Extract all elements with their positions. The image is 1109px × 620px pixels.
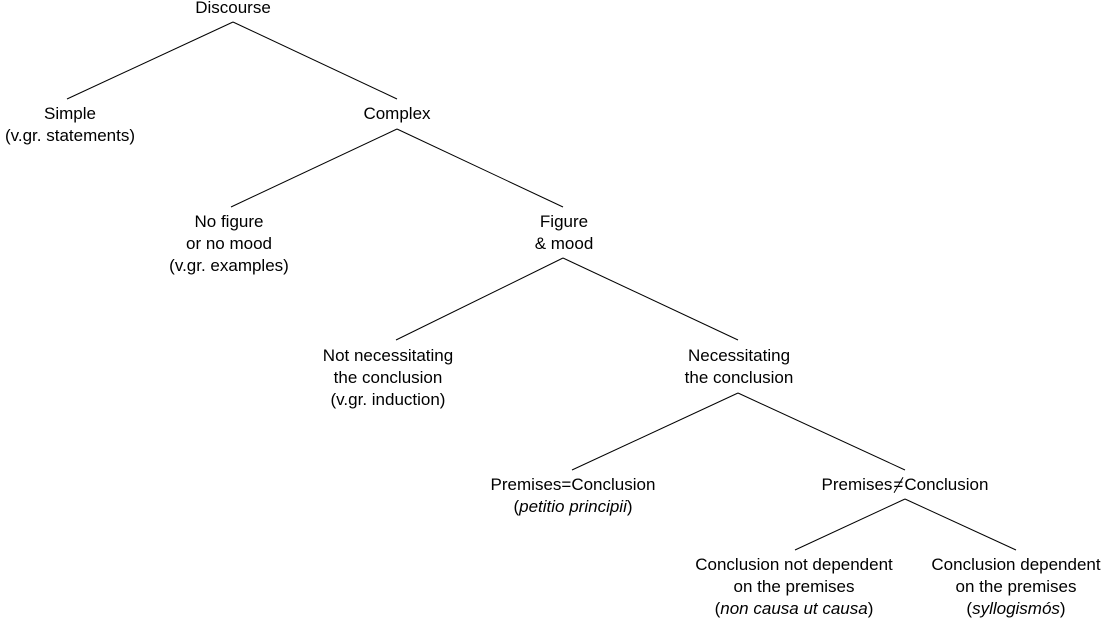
node-no-figure-note: (v.gr. examples) bbox=[169, 256, 289, 275]
paren-close: ) bbox=[1059, 599, 1066, 618]
node-figure-mood: Figure & mood bbox=[535, 211, 594, 255]
node-not-necessitating-line2: the conclusion bbox=[333, 368, 443, 387]
non-causa-term: non causa ut causa bbox=[720, 599, 868, 618]
node-dependent-note: (syllogismós) bbox=[931, 598, 1100, 620]
node-premises-not-equal-label: Premises=Conclusion bbox=[822, 474, 989, 496]
node-complex-label: Complex bbox=[363, 104, 431, 123]
node-simple: Simple (v.gr. statements) bbox=[5, 103, 135, 147]
node-dependent-line2: on the premises bbox=[955, 577, 1077, 596]
node-necessitating: Necessitating the conclusion bbox=[685, 345, 794, 389]
node-premises-not-equal: Premises=Conclusion bbox=[822, 474, 989, 496]
syllogismos-term: syllogismós bbox=[972, 599, 1060, 618]
node-premises-equal-note: (petitio principii) bbox=[491, 496, 656, 518]
edge-figure-necessitating bbox=[562, 257, 739, 341]
edge-necessitating-premises-eq bbox=[571, 392, 739, 471]
node-dependent: Conclusion dependent on the premises (sy… bbox=[931, 554, 1100, 620]
node-figure-mood-line1: Figure bbox=[539, 212, 589, 231]
node-not-necessitating-note: (v.gr. induction) bbox=[330, 390, 446, 409]
paren-close: ) bbox=[867, 599, 874, 618]
node-not-dependent: Conclusion not dependent on the premises… bbox=[695, 554, 893, 620]
node-not-dependent-line1: Conclusion not dependent bbox=[695, 555, 893, 574]
node-dependent-line1: Conclusion dependent bbox=[931, 555, 1101, 574]
edge-complex-no-figure bbox=[230, 128, 398, 208]
node-not-dependent-line2: on the premises bbox=[733, 577, 855, 596]
not-equal-symbol: = bbox=[893, 475, 904, 494]
node-not-necessitating: Not necessitating the conclusion (v.gr. … bbox=[323, 345, 453, 411]
node-no-figure-line2: or no mood bbox=[185, 234, 272, 253]
premises-word: Premises bbox=[821, 475, 893, 494]
node-premises-equal-label: Premises=Conclusion bbox=[490, 475, 656, 494]
node-necessitating-line1: Necessitating bbox=[687, 346, 791, 365]
node-simple-note: (v.gr. statements) bbox=[4, 126, 136, 145]
node-no-figure-line1: No figure bbox=[194, 212, 264, 231]
node-not-necessitating-line1: Not necessitating bbox=[322, 346, 454, 365]
edge-necessitating-premises-neq bbox=[737, 392, 906, 471]
petitio-term: petitio principii bbox=[519, 497, 627, 516]
edge-discourse-complex bbox=[232, 21, 398, 100]
conclusion-word: Conclusion bbox=[904, 475, 989, 494]
node-simple-label: Simple bbox=[44, 104, 96, 123]
node-no-figure: No figure or no mood (v.gr. examples) bbox=[169, 211, 289, 277]
edge-complex-figure-mood bbox=[396, 128, 564, 208]
node-premises-equal: Premises=Conclusion (petitio principii) bbox=[491, 474, 656, 518]
paren-open: ( bbox=[714, 599, 721, 618]
node-complex: Complex bbox=[363, 103, 430, 125]
edge-discourse-simple bbox=[66, 21, 234, 100]
node-figure-mood-line2: & mood bbox=[534, 234, 594, 253]
paren-open: ( bbox=[966, 599, 973, 618]
edge-neq-dependent bbox=[904, 498, 1017, 551]
edge-neq-not-dependent bbox=[794, 498, 906, 551]
node-not-dependent-note: (non causa ut causa) bbox=[695, 598, 893, 620]
node-discourse-label: Discourse bbox=[195, 0, 271, 17]
paren-open: ( bbox=[513, 497, 520, 516]
edge-figure-not-necessitating bbox=[395, 257, 564, 341]
paren-close: ) bbox=[626, 497, 633, 516]
node-necessitating-line2: the conclusion bbox=[684, 368, 794, 387]
node-discourse: Discourse bbox=[195, 0, 271, 19]
